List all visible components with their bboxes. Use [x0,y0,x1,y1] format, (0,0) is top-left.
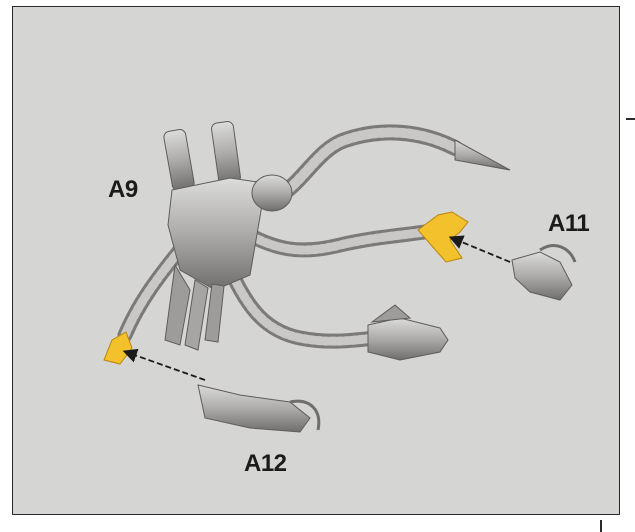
part-a9-body [163,121,292,350]
spike-tip [455,140,510,170]
label-a9: A9 [108,176,138,204]
part-a11 [512,246,575,300]
arrow-a12 [126,352,205,380]
claw-tool-lower [368,305,448,360]
highlight-joint-a12 [104,332,132,364]
part-a12 [198,385,319,432]
label-a12: A12 [244,450,287,478]
label-a11: A11 [548,210,589,238]
tentacle-upper [270,132,455,200]
highlight-joint-a11 [418,212,468,262]
